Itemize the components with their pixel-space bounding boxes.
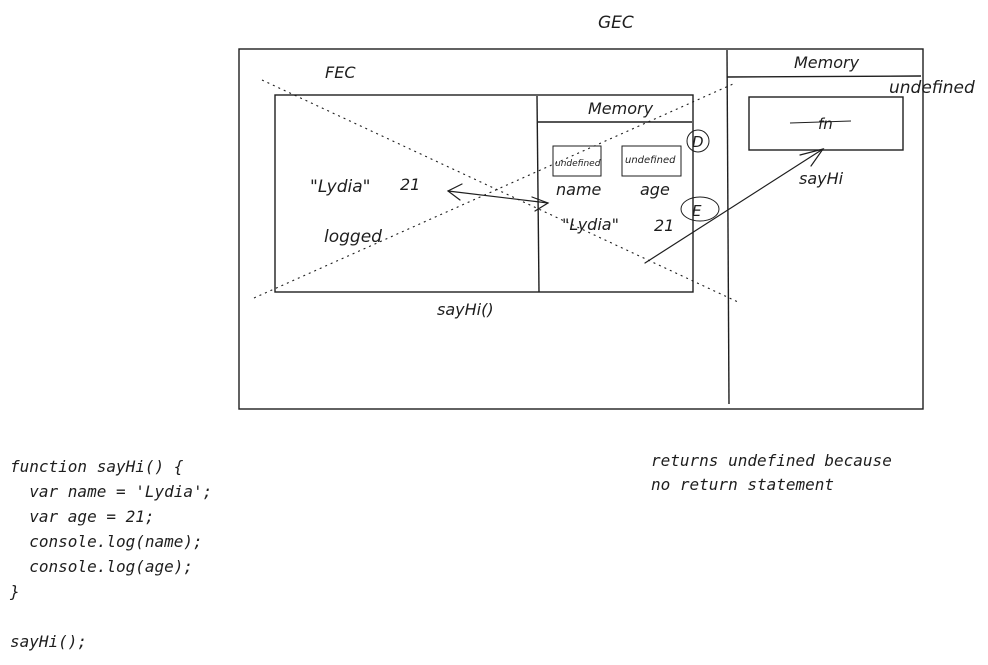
code-line: console.log(name); (10, 532, 203, 551)
name-undefined-box (552, 145, 602, 177)
double-arrow-line (447, 190, 549, 204)
reference-arrow-head (799, 148, 825, 167)
memory-name-value: "Lydia" (562, 215, 619, 234)
marker-e-circle (680, 196, 720, 222)
fec-memory-title: Memory (588, 99, 654, 118)
reference-arrow-line (644, 148, 824, 264)
age-undefined-box (621, 145, 682, 177)
code-block: function sayHi() { var name = 'Lydia'; v… (9, 457, 212, 651)
note-line-2: no return statement (651, 475, 834, 494)
name-undefined-text: undefined (555, 159, 601, 169)
fn-strikethrough (789, 120, 852, 124)
note-line-1: returns undefined because (651, 451, 892, 470)
memory-age-value: 21 (654, 216, 674, 235)
age-label: age (640, 180, 670, 199)
logged-label: logged (324, 227, 382, 247)
code-line: var age = 21; (10, 507, 155, 526)
double-arrow-head-right (531, 196, 550, 212)
age-undefined-text: undefined (625, 155, 676, 166)
fn-box (748, 96, 904, 151)
gec-memory-header-line (726, 75, 922, 78)
gec-memory-divider (726, 49, 730, 405)
fec-name-value: "Lydia" (310, 177, 371, 197)
code-line: function sayHi() { (10, 457, 184, 476)
sayhi-label: sayHi (799, 169, 844, 188)
double-arrow-head-left (446, 183, 463, 201)
global-undefined-label: undefined (889, 78, 975, 98)
fec-call-label: sayHi() (437, 300, 494, 319)
code-line: sayHi(); (10, 632, 87, 651)
gec-title: GEC (598, 13, 634, 33)
gec-box (238, 48, 924, 410)
code-line: console.log(age); (10, 557, 193, 576)
marker-d-circle (686, 129, 710, 153)
fec-title: FEC (325, 63, 356, 82)
name-label: name (556, 180, 602, 199)
fec-memory-divider (536, 95, 540, 293)
marker-e-label: E (692, 202, 702, 220)
global-memory-title: Memory (794, 53, 860, 72)
code-line: var name = 'Lydia'; (10, 482, 212, 501)
fec-box (274, 94, 694, 293)
fec-age-value: 21 (400, 175, 420, 194)
fn-box-label: fn (818, 115, 833, 133)
marker-d-label: D (692, 133, 704, 151)
code-line: } (9, 582, 20, 601)
